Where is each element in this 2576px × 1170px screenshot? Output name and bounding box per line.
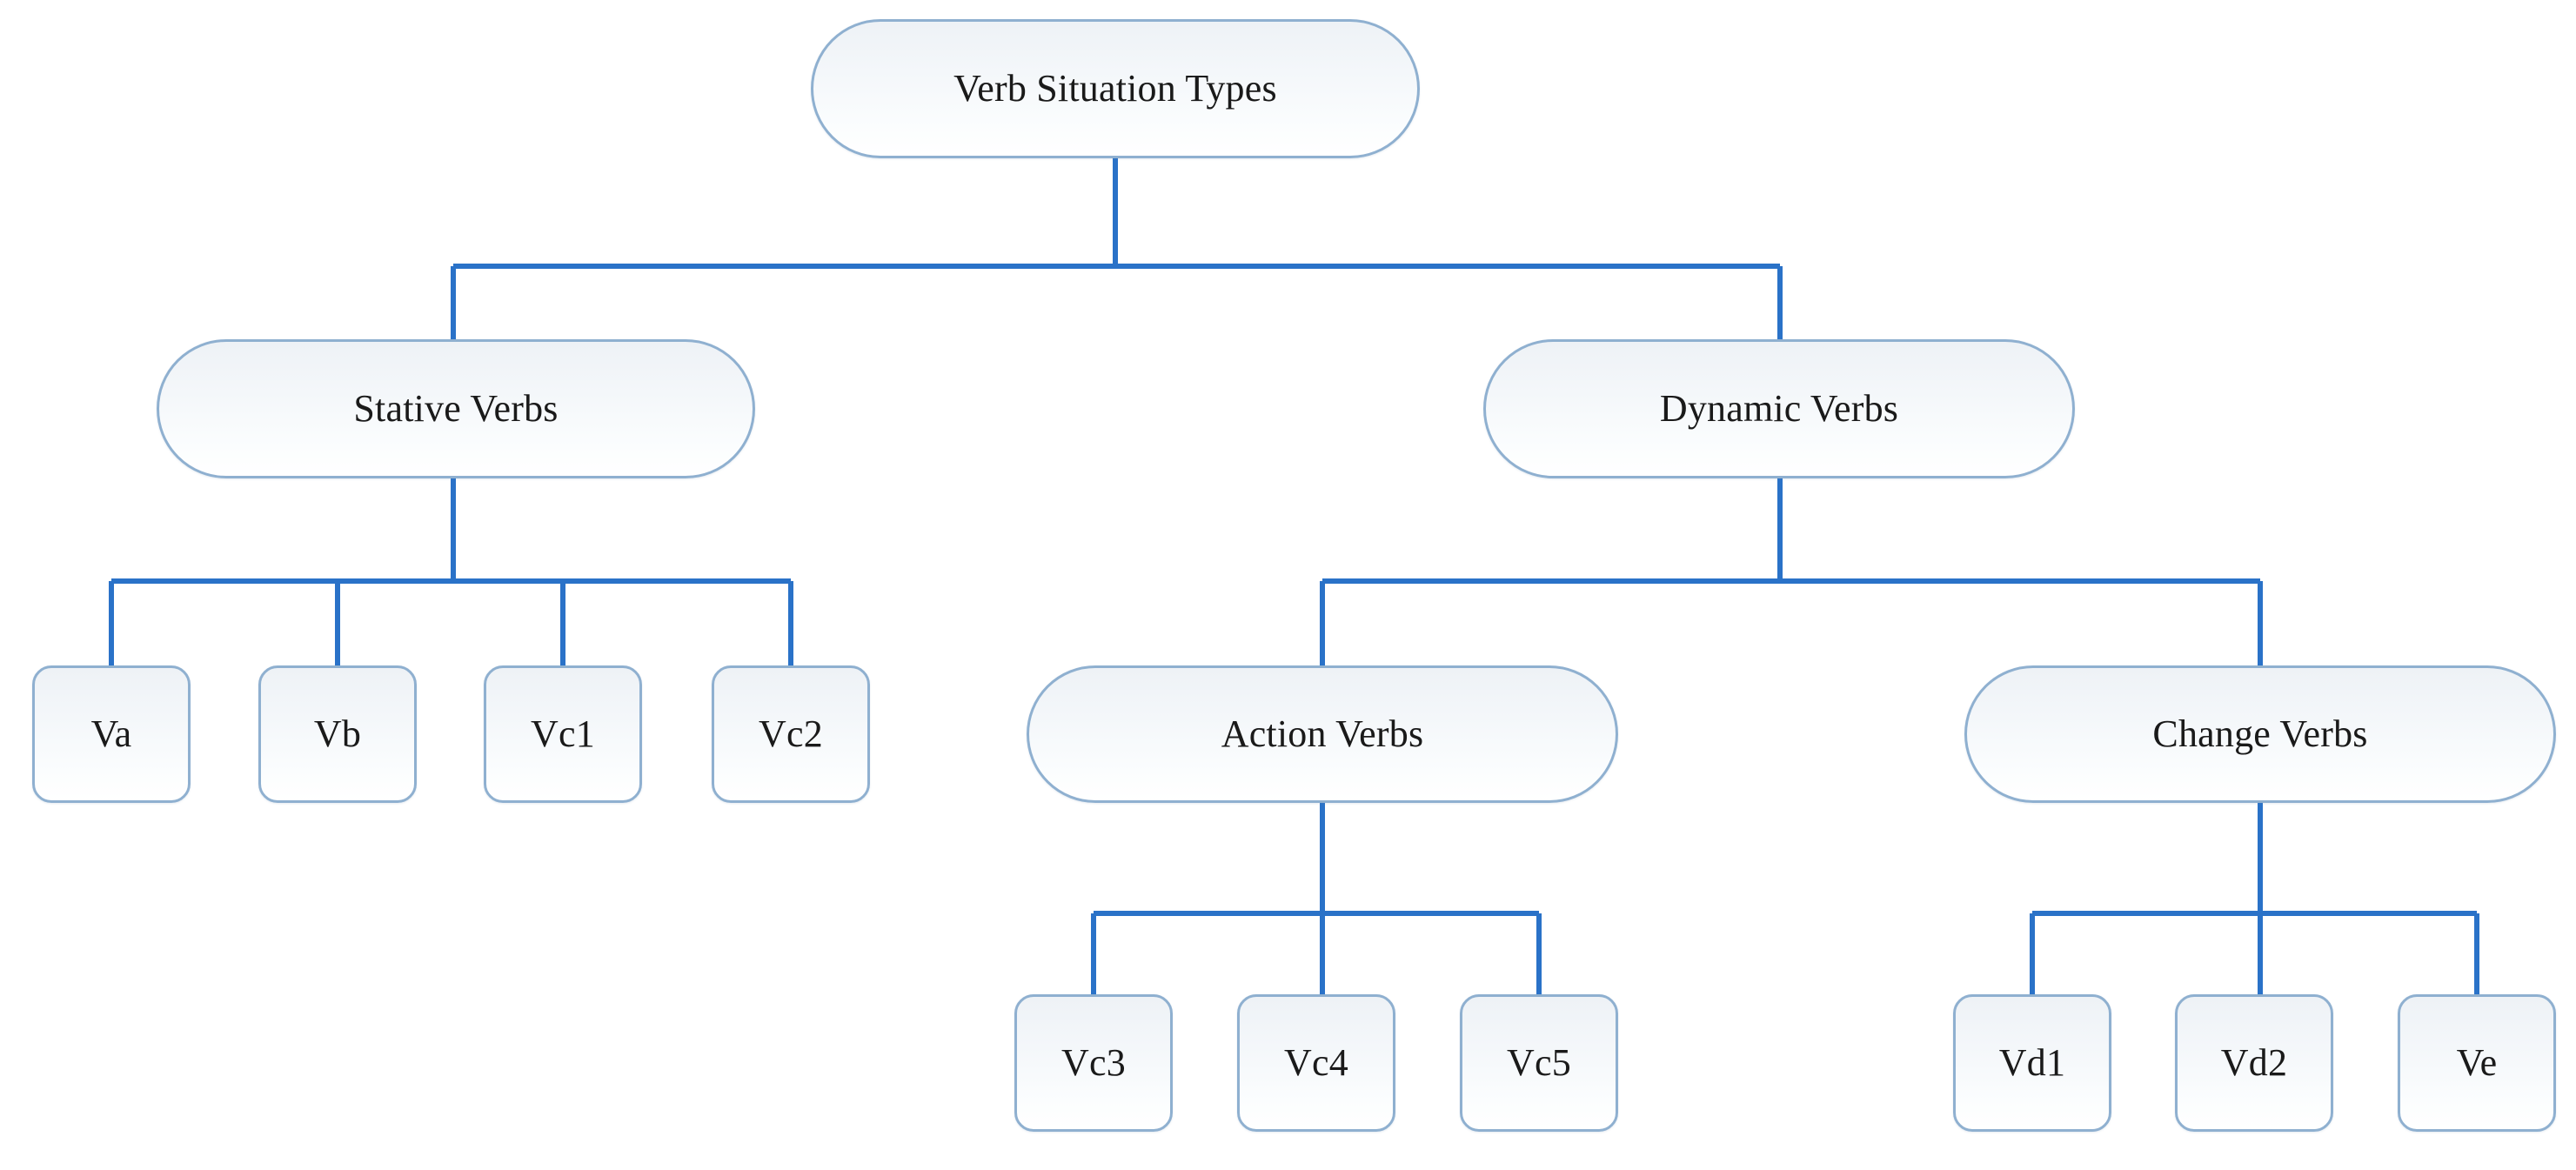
node-action-label: Action Verbs — [1221, 712, 1424, 755]
node-root[interactable]: Verb Situation Types — [811, 19, 1420, 158]
node-vd1-label: Vd1 — [1998, 1040, 2066, 1084]
node-vc1[interactable]: Vc1 — [484, 665, 642, 803]
node-vc2-label: Vc2 — [759, 712, 823, 755]
node-vb-label: Vb — [313, 712, 362, 755]
node-vc3-label: Vc3 — [1061, 1040, 1126, 1084]
node-vc4-label: Vc4 — [1284, 1040, 1348, 1084]
node-va[interactable]: Va — [32, 665, 191, 803]
node-vb[interactable]: Vb — [258, 665, 417, 803]
node-stative[interactable]: Stative Verbs — [157, 339, 755, 478]
node-ve[interactable]: Ve — [2398, 994, 2556, 1132]
node-vc2[interactable]: Vc2 — [712, 665, 870, 803]
node-vc3[interactable]: Vc3 — [1014, 994, 1173, 1132]
node-change-label: Change Verbs — [2152, 712, 2368, 755]
node-dynamic-label: Dynamic Verbs — [1659, 386, 1899, 430]
node-vd2[interactable]: Vd2 — [2175, 994, 2333, 1132]
node-vc5[interactable]: Vc5 — [1460, 994, 1618, 1132]
node-ve-label: Ve — [2456, 1040, 2498, 1084]
node-root-label: Verb Situation Types — [953, 66, 1277, 110]
node-va-label: Va — [90, 712, 132, 755]
node-vc5-label: Vc5 — [1507, 1040, 1571, 1084]
node-action[interactable]: Action Verbs — [1027, 665, 1618, 803]
node-change[interactable]: Change Verbs — [1964, 665, 2556, 803]
node-vc4[interactable]: Vc4 — [1237, 994, 1395, 1132]
node-vd2-label: Vd2 — [2220, 1040, 2288, 1084]
node-vc1-label: Vc1 — [531, 712, 595, 755]
node-stative-label: Stative Verbs — [353, 386, 559, 430]
node-dynamic[interactable]: Dynamic Verbs — [1483, 339, 2075, 478]
node-vd1[interactable]: Vd1 — [1953, 994, 2111, 1132]
